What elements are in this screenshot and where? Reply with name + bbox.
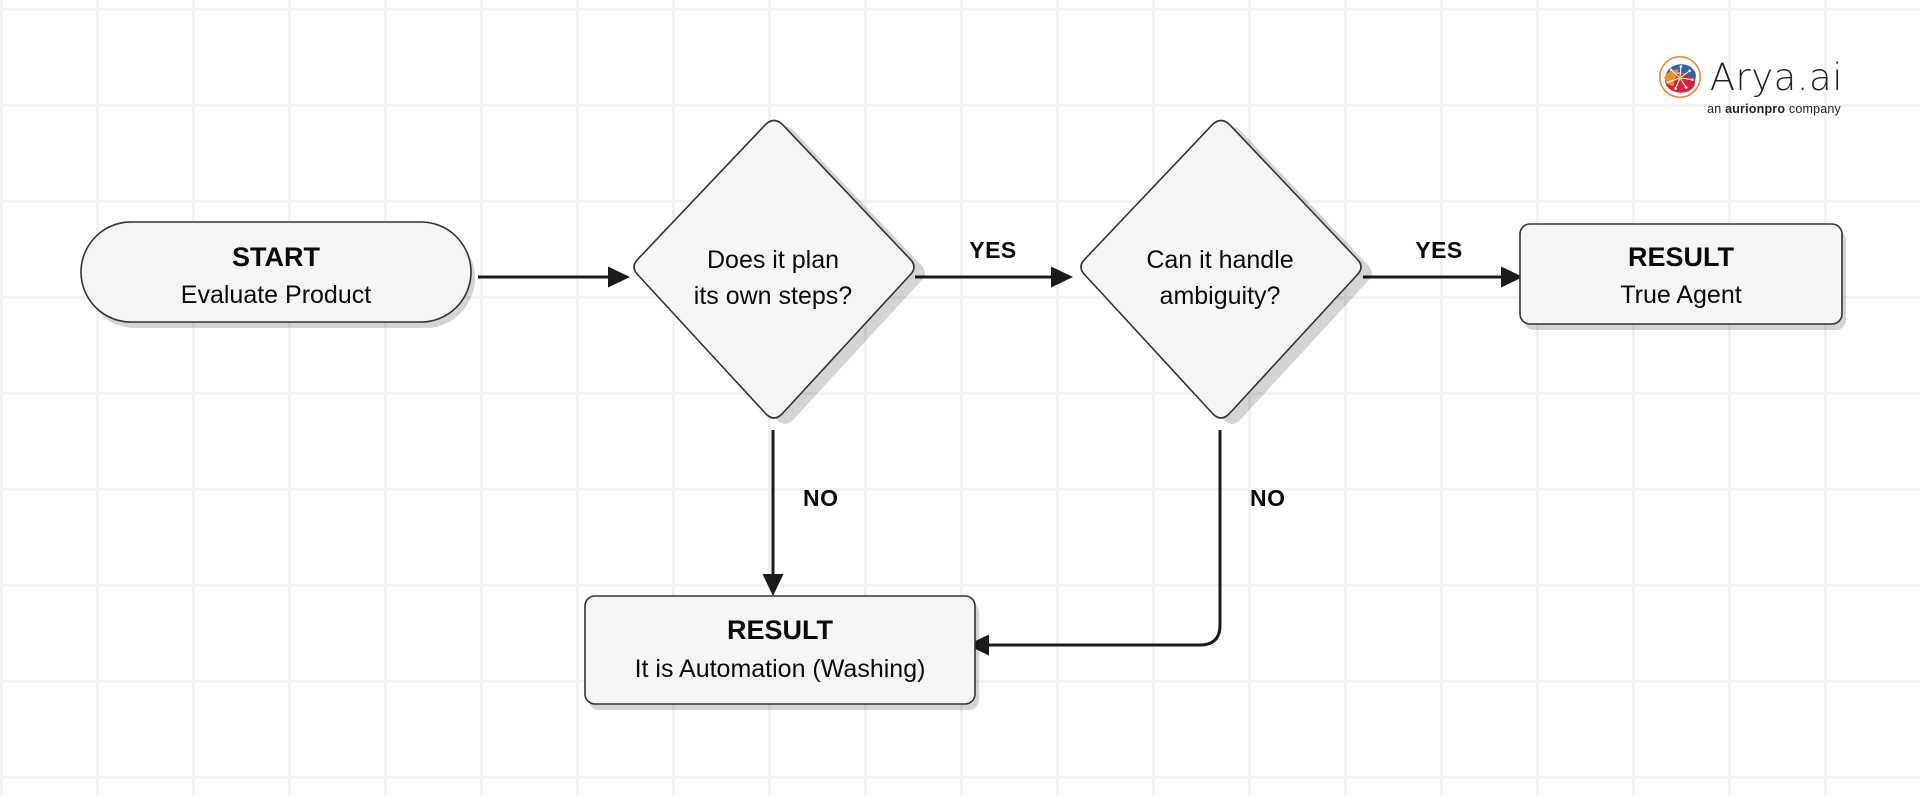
edge-label-no-2: NO xyxy=(1250,485,1286,511)
edge-decision-plan-yes: YES xyxy=(915,237,1073,288)
brand-tagline-prefix: an xyxy=(1707,102,1726,116)
brand-logo-row: Arya.ai xyxy=(1658,54,1843,100)
brand-tagline: an aurionpro company xyxy=(1707,102,1841,116)
brand-tagline-bold: aurionpro xyxy=(1725,102,1786,116)
edge-label-yes-1: YES xyxy=(969,237,1017,263)
edge-start-to-decision-plan xyxy=(478,266,630,288)
node-start-title: START xyxy=(232,242,320,272)
edge-label-yes-2: YES xyxy=(1415,237,1463,263)
node-decision-plan-line1: Does it plan xyxy=(707,246,839,274)
edge-decision-plan-no: NO xyxy=(762,430,839,596)
node-decision-ambiguity-line2: ambiguity? xyxy=(1160,282,1281,310)
node-result-true-agent-title: RESULT xyxy=(1628,242,1735,272)
node-start-subtitle: Evaluate Product xyxy=(181,281,371,309)
node-decision-ambiguity-line1: Can it handle xyxy=(1146,246,1293,274)
arya-brain-logo-icon xyxy=(1658,55,1701,99)
node-result-true-agent[interactable]: RESULT True Agent xyxy=(1519,223,1846,330)
node-result-true-agent-subtitle: True Agent xyxy=(1620,281,1741,309)
brand-logo: Arya.ai an aurionpro company xyxy=(1643,54,1843,118)
node-decision-plan-line2: its own steps? xyxy=(694,282,852,310)
node-result-automation-title: RESULT xyxy=(727,615,834,645)
brand-tagline-suffix: company xyxy=(1785,102,1841,116)
node-result-automation[interactable]: RESULT It is Automation (Washing) xyxy=(584,595,979,710)
node-result-automation-subtitle: It is Automation (Washing) xyxy=(635,655,926,683)
edge-decision-ambiguity-no: NO xyxy=(967,430,1286,656)
node-decision-ambiguity[interactable]: Can it handle ambiguity? xyxy=(1080,119,1372,425)
brand-wordmark: Arya.ai xyxy=(1709,55,1843,99)
edge-label-no-1: NO xyxy=(803,485,839,511)
node-start[interactable]: START Evaluate Product xyxy=(80,221,475,328)
node-decision-plan[interactable]: Does it plan its own steps? xyxy=(633,119,925,425)
edge-decision-ambiguity-yes: YES xyxy=(1363,237,1523,288)
